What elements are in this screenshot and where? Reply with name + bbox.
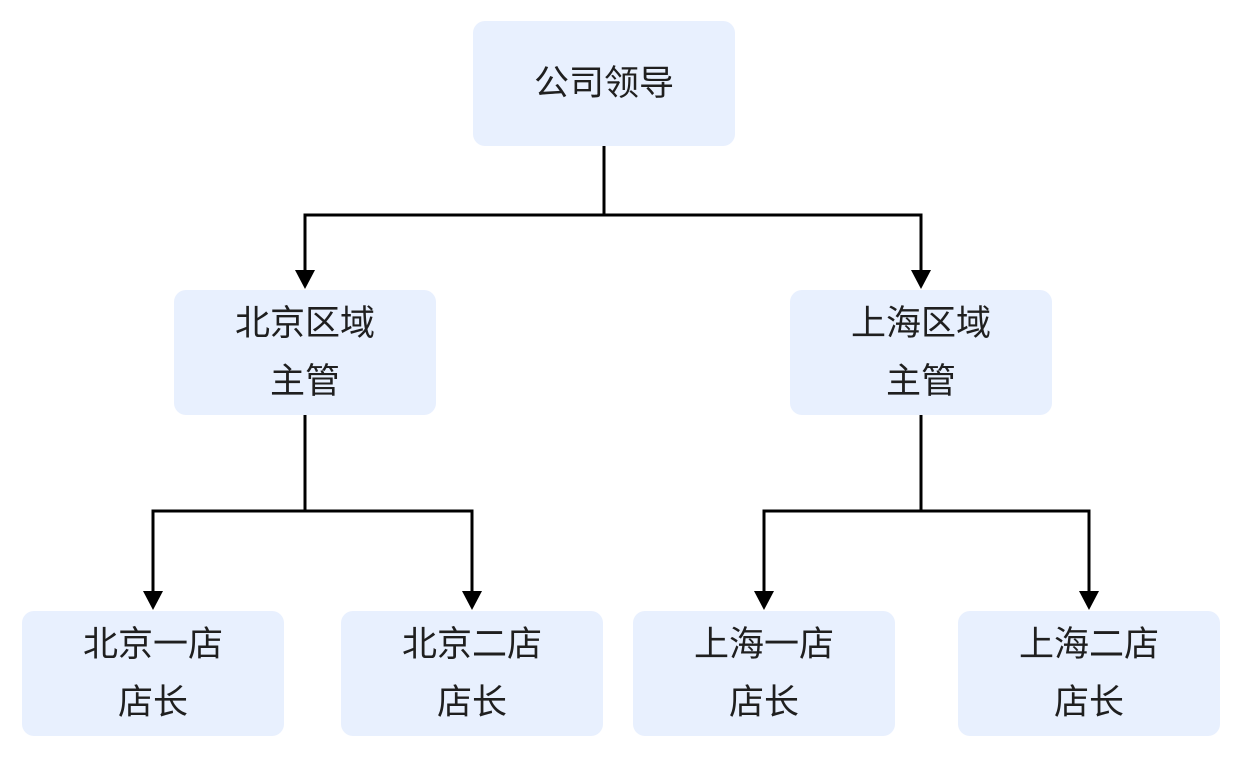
node-label-line2: 主管 (269, 361, 340, 402)
arrowhead-shanghai-store2 (1079, 591, 1099, 610)
connector-root-to-shanghai (604, 213, 923, 280)
connector-shanghai-to-store1 (762, 414, 923, 601)
node-shanghai-store1-manager: 上海一店 店长 (633, 611, 895, 736)
node-label-line1: 北京区域 (234, 303, 375, 344)
node-beijing-store2-manager: 北京二店 店长 (341, 611, 603, 736)
node-label-line2: 店长 (728, 682, 799, 723)
node-beijing-store1-manager: 北京一店 店长 (22, 611, 284, 736)
connector-shanghai-to-store2 (921, 509, 1091, 601)
node-company-leader: 公司领导 (473, 21, 735, 146)
connector-root-to-beijing (303, 146, 606, 280)
arrowhead-beijing-region (295, 270, 315, 289)
arrowhead-shanghai-region (911, 270, 931, 289)
node-shanghai-region-supervisor: 上海区域 主管 (790, 290, 1052, 415)
node-label-line1: 上海一店 (693, 624, 834, 665)
arrowhead-beijing-store2 (462, 591, 482, 610)
node-label-line1: 北京一店 (82, 624, 223, 665)
arrowhead-beijing-store1 (143, 591, 163, 610)
connector-beijing-to-store2 (305, 509, 474, 601)
node-label-line1: 上海二店 (1018, 624, 1159, 665)
node-label-line1: 北京二店 (401, 624, 542, 665)
node-label-line2: 店长 (436, 682, 507, 723)
node-label-line2: 店长 (117, 682, 188, 723)
connector-beijing-to-store1 (151, 414, 307, 601)
node-shanghai-store2-manager: 上海二店 店长 (958, 611, 1220, 736)
arrowhead-shanghai-store1 (754, 591, 774, 610)
node-label-line1: 公司领导 (533, 63, 674, 104)
node-label-line1: 上海区域 (850, 303, 991, 344)
node-beijing-region-supervisor: 北京区域 主管 (174, 290, 436, 415)
node-label-line2: 主管 (885, 361, 956, 402)
node-label-line2: 店长 (1053, 682, 1124, 723)
